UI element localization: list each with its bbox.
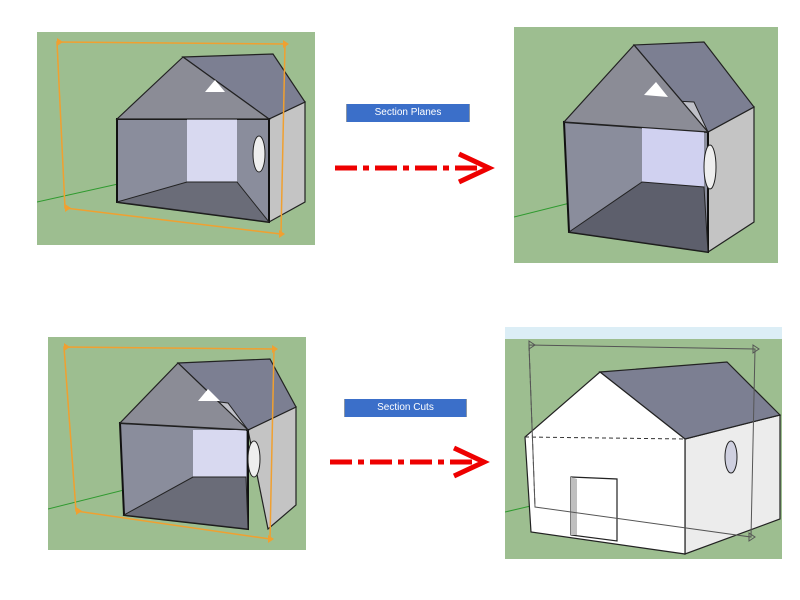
section-plane-arrow-icon: [65, 204, 71, 212]
dash-dot-arrow-icon: [335, 150, 495, 186]
section-plane-arrow-icon: [279, 230, 285, 238]
section-plane-arrow-icon: [283, 40, 289, 48]
section-plane-arrow-icon: [272, 345, 278, 353]
dash-dot-arrow-icon: [330, 444, 490, 480]
section-plane-arrow-icon: [268, 535, 274, 543]
house-model-with-section-plane: [48, 337, 306, 550]
section-plane-arrow-icon: [752, 344, 760, 354]
section-cuts-button[interactable]: Section Cuts: [344, 399, 467, 417]
viewport-section-plane-after[interactable]: [514, 27, 778, 263]
viewport-section-cut-after[interactable]: [505, 327, 782, 559]
section-plane-arrow-icon: [528, 340, 536, 350]
section-plane-arrow-icon: [76, 507, 82, 515]
section-plane-arrow-icon: [57, 38, 63, 46]
viewport-section-cut-before[interactable]: [48, 337, 306, 550]
viewport-section-plane-before[interactable]: [37, 32, 315, 245]
section-planes-button[interactable]: Section Planes: [346, 104, 470, 122]
section-plane-arrow-icon: [64, 343, 70, 351]
house-model-closed: [505, 327, 782, 559]
house-model-with-section-plane: [37, 32, 315, 245]
house-model-sectioned: [514, 27, 778, 263]
section-plane-arrow-icon: [748, 532, 756, 542]
